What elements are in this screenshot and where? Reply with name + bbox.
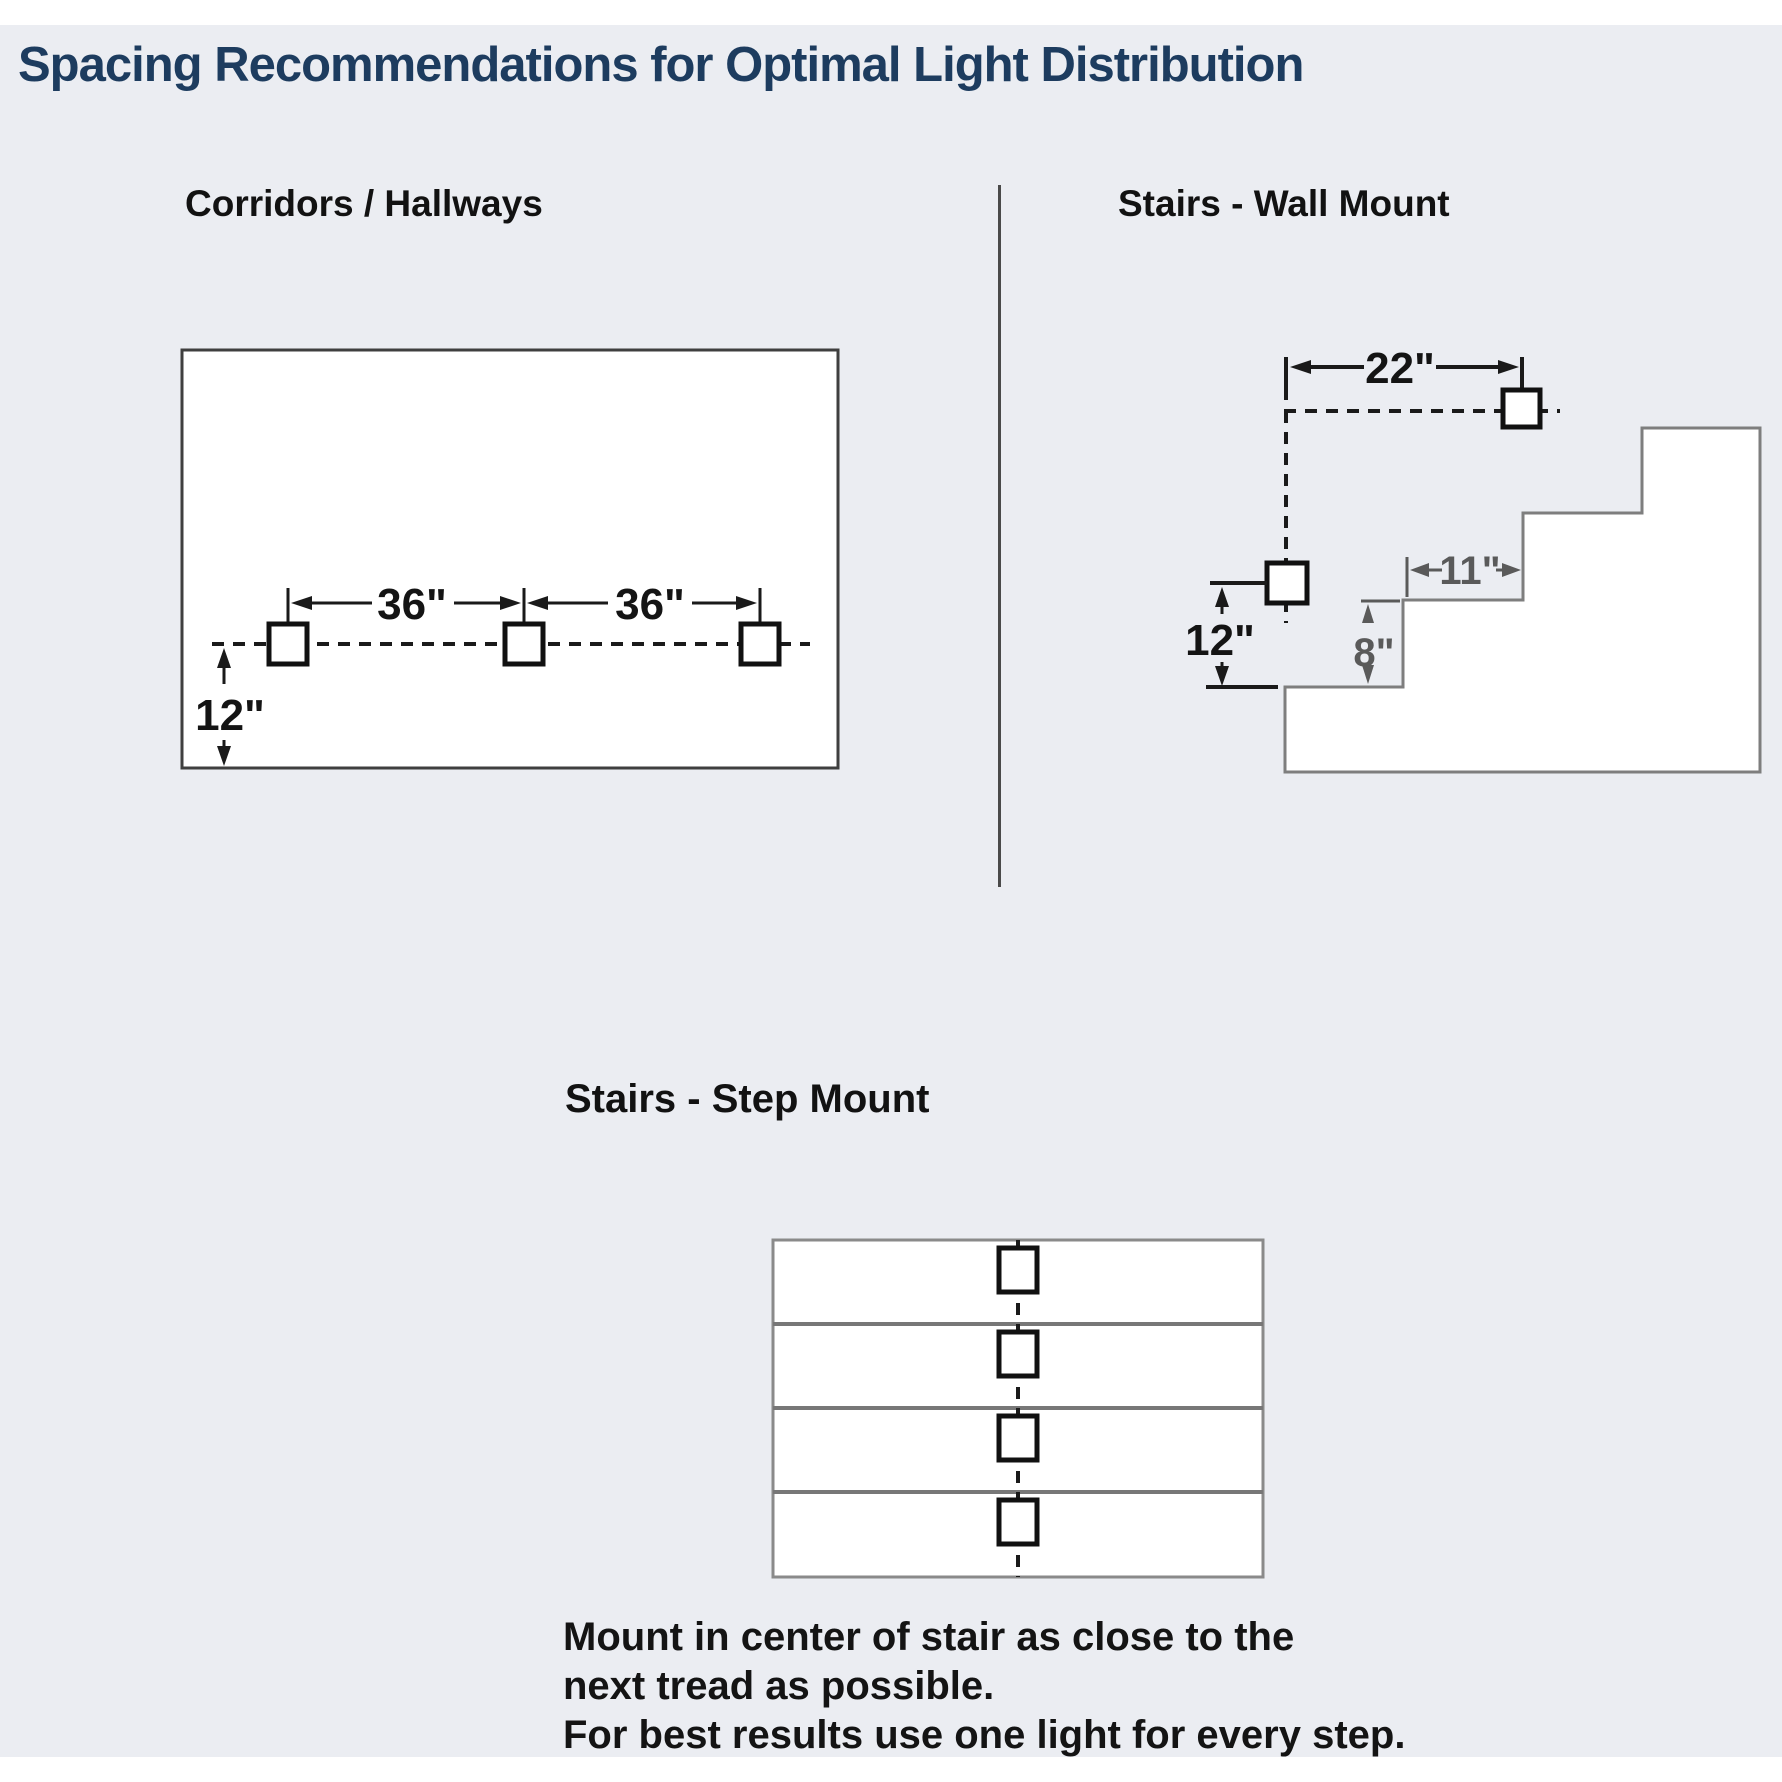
arrow-left-icon <box>1290 360 1311 374</box>
wall-mount-diagram: 22" 12" 8" 11" <box>1185 344 1762 774</box>
light-fixture-marker <box>996 1245 1040 1295</box>
arrow-up-icon <box>1215 587 1229 607</box>
dim-label-horizontal-spacing: 22" <box>1365 344 1435 393</box>
section-title-step-mount: Stairs - Step Mount <box>565 1077 930 1121</box>
arrow-left-icon <box>291 596 312 610</box>
arrow-up-icon <box>217 648 231 668</box>
section-title-corridors: Corridors / Hallways <box>185 183 543 224</box>
light-fixture-marker <box>1500 387 1543 430</box>
light-fixture-marker <box>1264 560 1310 606</box>
light-fixture-marker <box>996 1329 1040 1379</box>
dim-label-height-above-floor: 12" <box>1185 616 1255 665</box>
mounting-notes: Mount in center of stair as close to the… <box>563 1613 1405 1760</box>
section-title-wall-mount: Stairs - Wall Mount <box>1118 183 1450 224</box>
arrow-right-icon <box>1498 360 1519 374</box>
content-background: Spacing Recommendations for Optimal Ligh… <box>0 25 1782 1757</box>
arrow-down-icon <box>1215 666 1229 686</box>
arrow-right-icon <box>1502 563 1521 577</box>
staircase-profile <box>1283 426 1762 774</box>
arrow-right-icon <box>500 596 521 610</box>
arrow-down-icon <box>1362 665 1374 684</box>
dim-label-spacing-2: 36" <box>615 580 685 629</box>
mounting-note-line: next tread as possible. <box>563 1664 995 1708</box>
light-fixture-marker <box>738 621 782 667</box>
light-fixture-marker <box>502 621 546 667</box>
dim-label-tread-depth: 11" <box>1439 549 1500 593</box>
light-fixture-marker <box>266 621 310 667</box>
corridor-room-outline <box>180 348 840 770</box>
dim-label-spacing-1: 36" <box>377 580 447 629</box>
corridor-diagram: 36" 36" 12" <box>180 348 840 770</box>
mounting-note-line: For best results use one light for every… <box>563 1713 1406 1757</box>
light-fixture-marker <box>996 1413 1040 1463</box>
dim-label-riser-height: 8" <box>1353 631 1394 675</box>
arrow-down-icon <box>217 746 231 766</box>
mounting-note-line: Mount in center of stair as close to the <box>563 1615 1295 1659</box>
section-divider <box>998 185 1001 887</box>
arrow-right-icon <box>736 596 757 610</box>
arrow-left-icon <box>527 596 548 610</box>
dim-label-wall-offset: 12" <box>195 691 265 740</box>
arrow-left-icon <box>1410 563 1429 577</box>
page-title: Spacing Recommendations for Optimal Ligh… <box>18 38 1304 92</box>
arrow-up-icon <box>1362 604 1374 623</box>
step-mount-diagram <box>771 1238 1265 1579</box>
light-fixture-marker <box>996 1497 1040 1547</box>
